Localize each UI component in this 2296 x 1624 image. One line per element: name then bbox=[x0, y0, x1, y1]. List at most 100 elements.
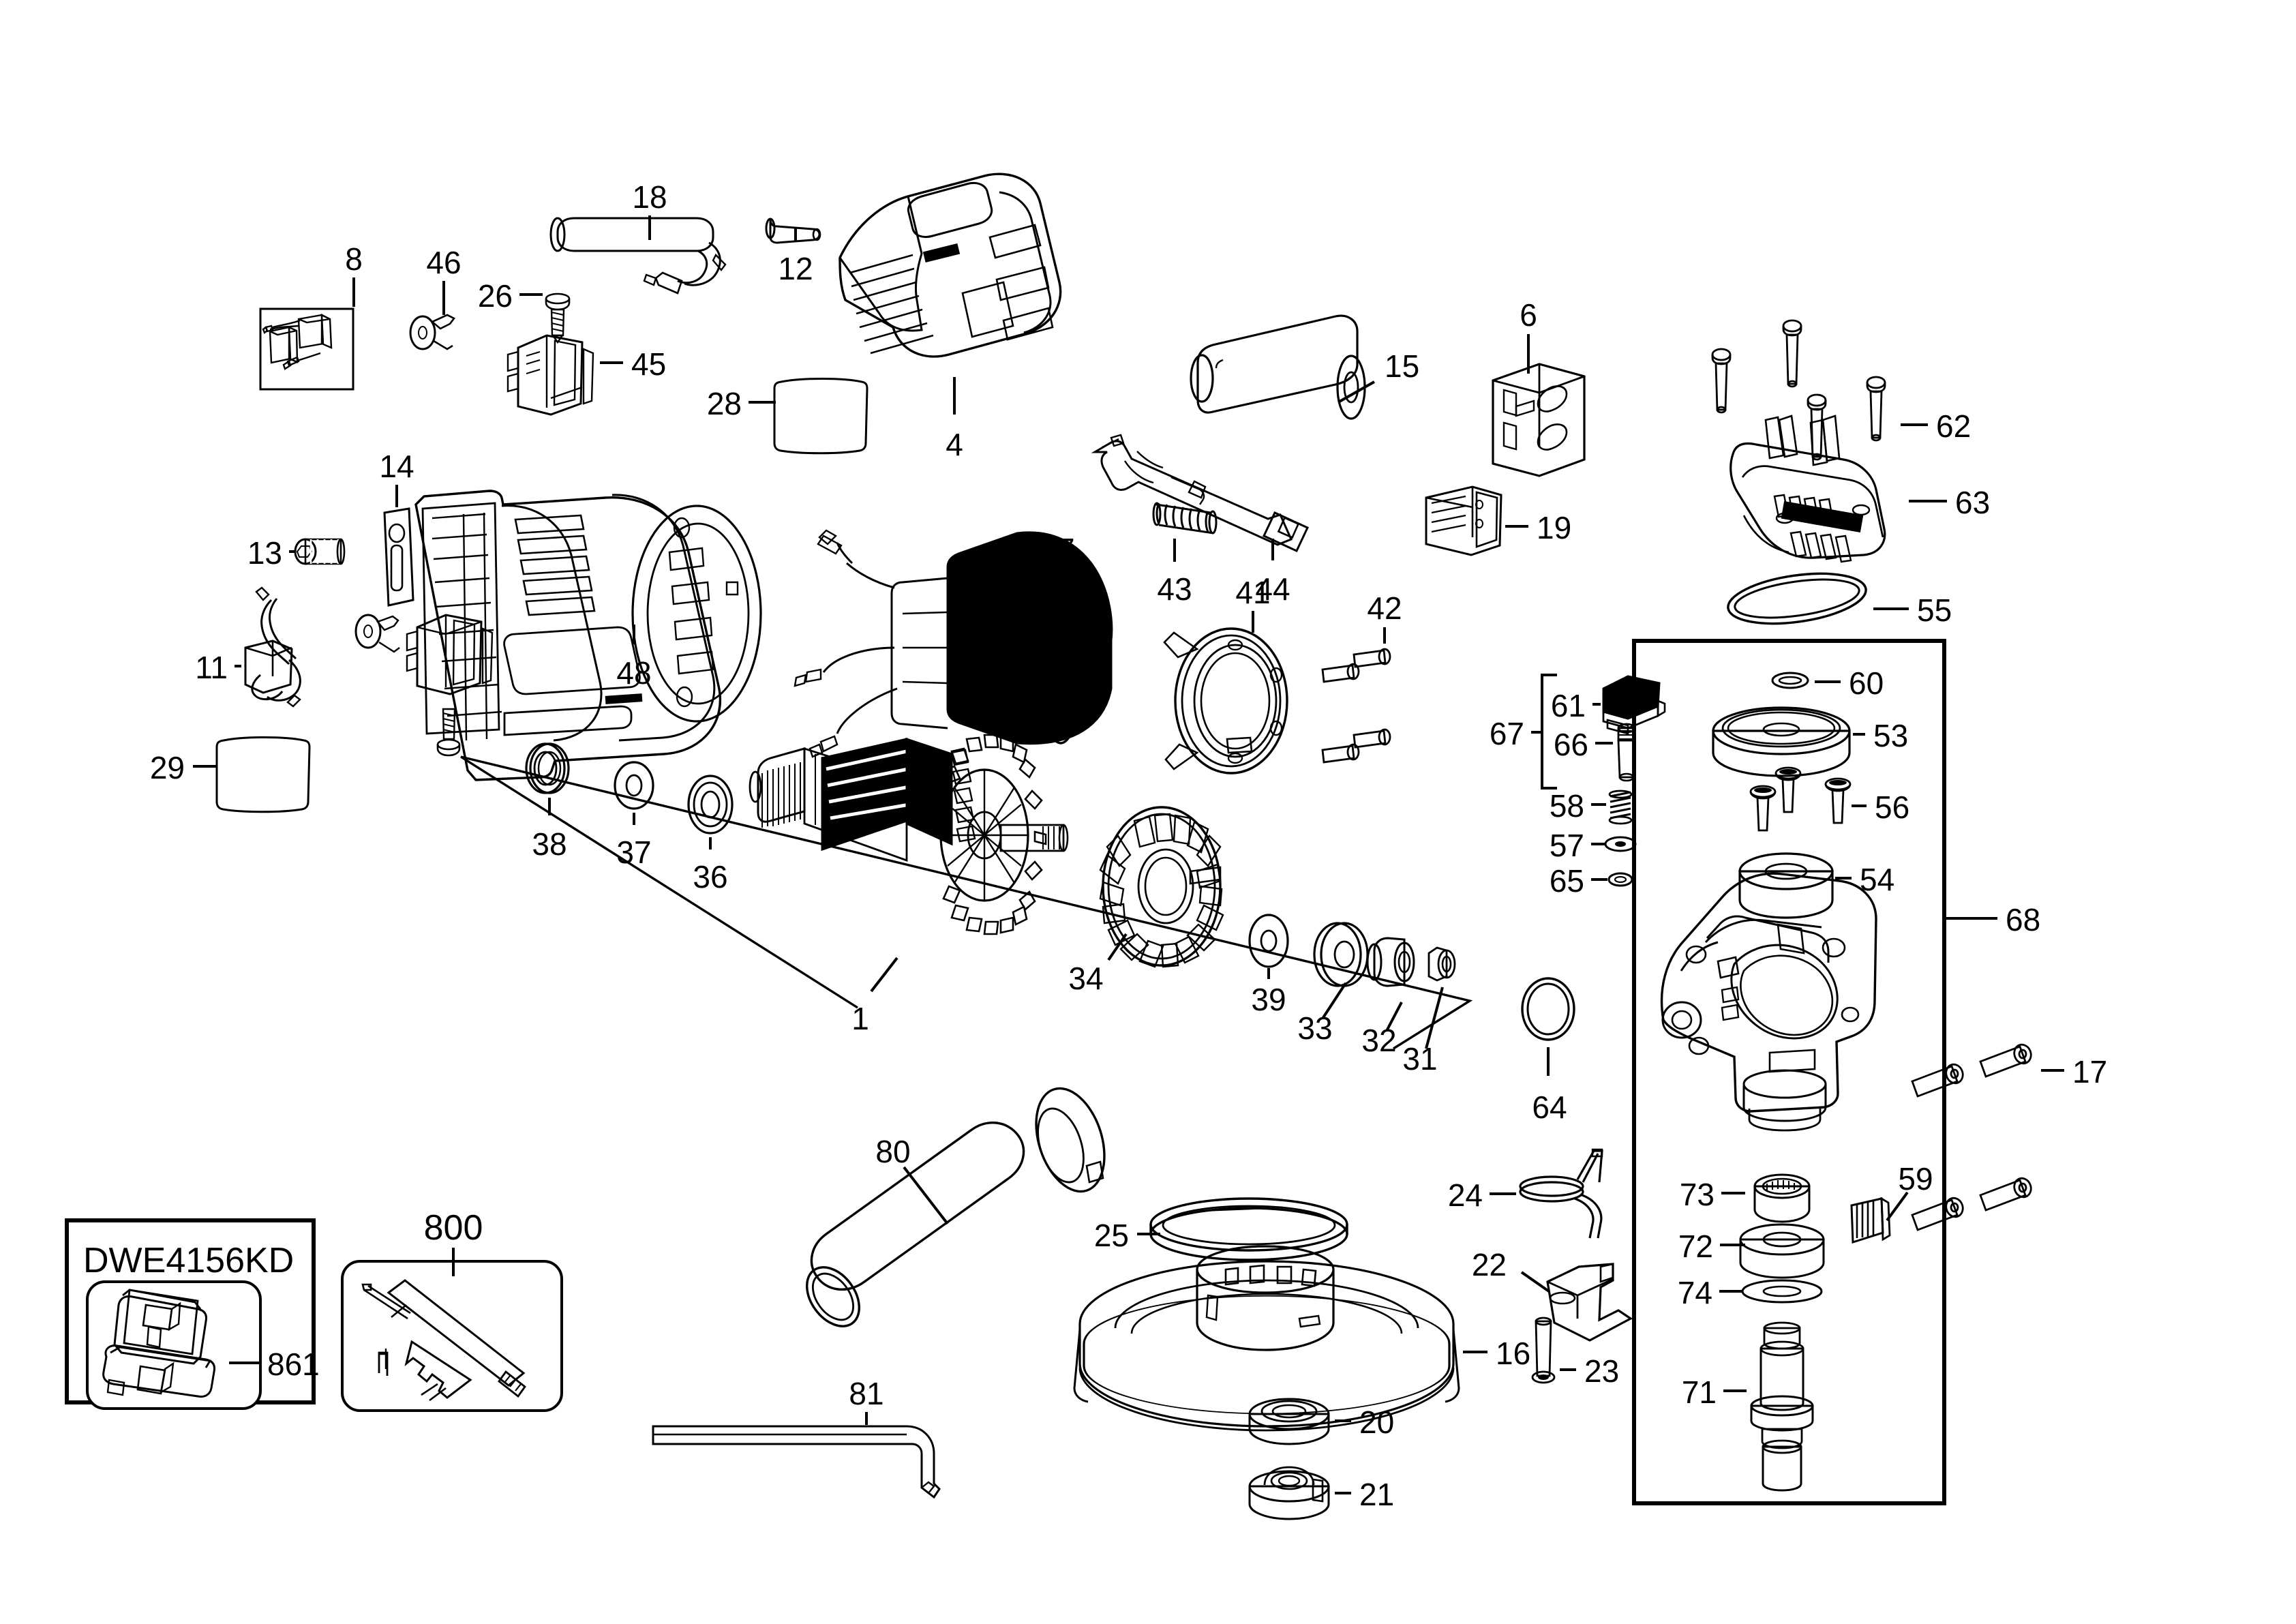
part-slide-plate-14[interactable] bbox=[383, 507, 414, 607]
part-washer-39[interactable] bbox=[1248, 914, 1289, 968]
part-bushing-32[interactable] bbox=[1366, 937, 1415, 987]
part-guard-lever-22[interactable] bbox=[1546, 1263, 1633, 1342]
callout-label-68: 68 bbox=[2006, 902, 2040, 937]
part-terminal-block-6[interactable] bbox=[1492, 363, 1586, 477]
callout-33: 33 bbox=[1297, 982, 1347, 1046]
callout-label-36: 36 bbox=[693, 859, 727, 894]
part-spring-48[interactable] bbox=[1152, 502, 1218, 535]
part-spindle-71[interactable] bbox=[1750, 1321, 1814, 1492]
part-bearing-36[interactable] bbox=[687, 775, 734, 834]
part-screw-23[interactable] bbox=[1531, 1317, 1556, 1384]
part-cord-clamp-46[interactable] bbox=[409, 314, 455, 350]
part-o-ring-55[interactable] bbox=[1725, 566, 1869, 631]
callout-label-54: 54 bbox=[1860, 862, 1894, 897]
part-bearing-38[interactable] bbox=[525, 742, 570, 794]
callout-64: 64 bbox=[1532, 1047, 1567, 1125]
callout-39: 39 bbox=[1251, 968, 1286, 1017]
part-label-plate-28[interactable] bbox=[773, 378, 868, 455]
part-switch-paddle-63[interactable] bbox=[1729, 415, 1886, 563]
callout-label-66: 66 bbox=[1554, 727, 1588, 762]
part-bearing-73[interactable] bbox=[1753, 1173, 1811, 1223]
part-field-housing-41[interactable] bbox=[414, 490, 762, 781]
part-key-59[interactable] bbox=[1850, 1197, 1891, 1244]
part-bearing-72[interactable] bbox=[1739, 1223, 1825, 1279]
callout-28: 28 bbox=[707, 386, 776, 421]
part-outer-flange-21[interactable] bbox=[1248, 1466, 1330, 1520]
part-switch-rod-47[interactable] bbox=[1091, 434, 1310, 552]
part-accessory-kit-800[interactable] bbox=[361, 1279, 526, 1402]
part-screws-62[interactable] bbox=[1711, 319, 1886, 461]
part-screw-small-2[interactable] bbox=[436, 708, 461, 757]
part-gear-case-body[interactable] bbox=[1660, 872, 1877, 1132]
callout-label-67: 67 bbox=[1490, 716, 1524, 751]
part-washer-37[interactable] bbox=[614, 761, 654, 810]
callout-15: 15 bbox=[1338, 348, 1419, 404]
callout-label-14: 14 bbox=[379, 449, 414, 484]
part-cord-18[interactable] bbox=[549, 217, 727, 295]
callout-label-34: 34 bbox=[1068, 961, 1103, 996]
part-label-plate-29[interactable] bbox=[215, 736, 311, 813]
part-screws-17[interactable] bbox=[1911, 1042, 2034, 1231]
kit-box-panel bbox=[86, 1280, 262, 1410]
part-screw-26[interactable] bbox=[545, 292, 571, 344]
callout-25: 25 bbox=[1094, 1218, 1160, 1253]
callout-20: 20 bbox=[1335, 1404, 1394, 1440]
part-o-ring-64[interactable] bbox=[1521, 977, 1575, 1041]
callout-44: 42 bbox=[1367, 590, 1402, 644]
part-spring-58[interactable] bbox=[1608, 790, 1633, 825]
gear-case-group-box bbox=[1632, 639, 1946, 1505]
callout-label-73: 73 bbox=[1680, 1177, 1715, 1212]
part-switch-module-small[interactable] bbox=[406, 614, 494, 695]
callout-13: 13 bbox=[247, 535, 296, 571]
callout-label-20: 20 bbox=[1359, 1404, 1394, 1440]
callout-81: 81 bbox=[849, 1376, 884, 1425]
callout-32: 32 bbox=[1361, 1002, 1403, 1058]
part-kit-box-861[interactable] bbox=[102, 1289, 215, 1398]
part-spacer-54[interactable] bbox=[1738, 852, 1834, 919]
part-baffle-43[interactable] bbox=[1163, 627, 1288, 775]
part-screws-56[interactable] bbox=[1749, 766, 1852, 832]
part-fan-34[interactable] bbox=[1099, 806, 1224, 968]
part-strain-relief-11[interactable] bbox=[244, 586, 301, 708]
part-guard-16[interactable] bbox=[1073, 1245, 1460, 1432]
part-screw-13[interactable] bbox=[294, 538, 346, 565]
part-pin-12[interactable] bbox=[765, 217, 821, 244]
part-stator-42[interactable] bbox=[794, 529, 1113, 758]
part-motor-cover-4[interactable] bbox=[839, 172, 1062, 358]
callout-56: 56 bbox=[1852, 790, 1909, 825]
callout-57: 57 bbox=[1550, 828, 1606, 863]
callout-label-56: 56 bbox=[1875, 790, 1909, 825]
part-connector-19[interactable] bbox=[1425, 485, 1502, 556]
callout-38: 38 bbox=[532, 798, 567, 862]
callout-17: 17 bbox=[2041, 1054, 2107, 1089]
callout-label-37: 37 bbox=[616, 834, 651, 870]
callout-label-74: 74 bbox=[1678, 1275, 1712, 1310]
callout-label-53: 53 bbox=[1873, 718, 1908, 753]
callout-label-16: 16 bbox=[1496, 1336, 1530, 1371]
part-inner-flange-20[interactable] bbox=[1248, 1398, 1330, 1445]
callout-label-62: 62 bbox=[1936, 408, 1971, 444]
callout-73: 73 bbox=[1680, 1177, 1745, 1212]
callout-label-57: 57 bbox=[1550, 828, 1584, 863]
part-wire-clip-24[interactable] bbox=[1519, 1148, 1603, 1239]
part-nut-31[interactable] bbox=[1428, 946, 1456, 982]
part-side-handle-80[interactable] bbox=[796, 1080, 1117, 1336]
part-bearing-53[interactable] bbox=[1712, 706, 1851, 777]
part-brush-set-8[interactable] bbox=[259, 307, 354, 391]
callout-label-65: 65 bbox=[1550, 863, 1584, 899]
callout-label-24: 24 bbox=[1448, 1177, 1483, 1213]
part-seal-60[interactable] bbox=[1771, 672, 1809, 689]
part-switch-module-45[interactable] bbox=[507, 334, 594, 416]
callout-55: 55 bbox=[1873, 592, 1952, 628]
callout-4: 4 bbox=[946, 377, 963, 462]
callout-label-22: 22 bbox=[1472, 1247, 1507, 1282]
part-armature-1[interactable] bbox=[749, 734, 1069, 935]
part-screws-44[interactable] bbox=[1321, 648, 1391, 764]
callout-label-21: 21 bbox=[1359, 1477, 1394, 1512]
callout-label-6: 6 bbox=[1520, 297, 1537, 333]
part-cord-clamp-small[interactable] bbox=[354, 614, 400, 653]
callout-label-44: 42 bbox=[1367, 590, 1402, 626]
callout-label-46: 46 bbox=[426, 245, 461, 280]
part-hex-wrench-81[interactable] bbox=[652, 1425, 941, 1499]
